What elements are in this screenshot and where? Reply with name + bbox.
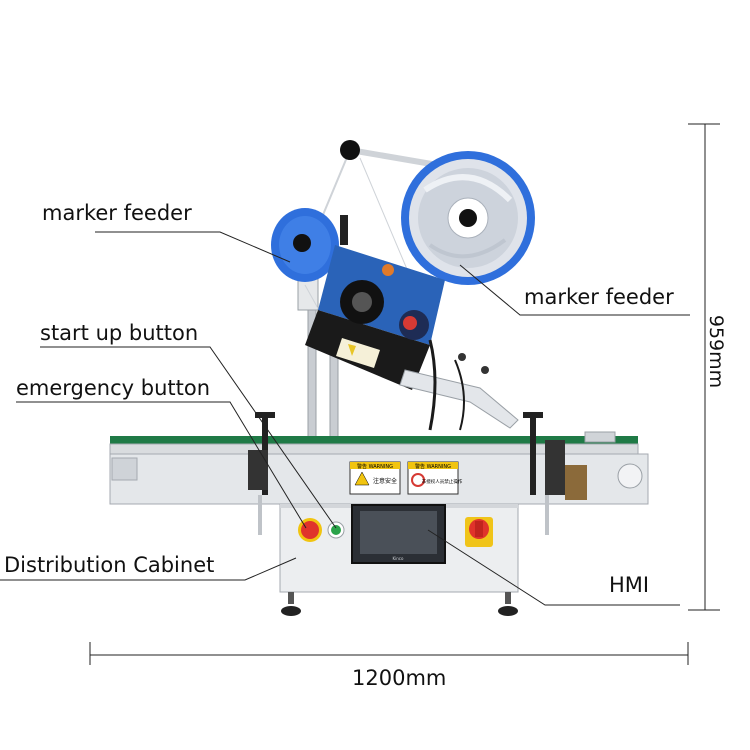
warning-sticker-right: 警告 WARNING 非授权人员禁止操作 [407,461,463,495]
warning-right-title: 警告 WARNING [415,463,451,470]
main-power-switch [465,517,493,547]
hmi-label: HMI [609,573,650,597]
guide-rail-right [523,412,565,535]
start-button [327,521,345,539]
hmi-screen: Kinco [351,504,446,564]
start-up-button-label: start up button [40,321,199,345]
height-dimension-label: 959mm [705,314,728,389]
tension-roller [340,140,360,160]
width-dimension-label: 1200mm [352,666,447,690]
warning-left-text: 注意安全 [373,477,397,485]
warning-right-text: 非授权人员禁止操作 [422,478,463,485]
width-dimension-line [89,642,689,665]
distribution-cabinet-label: Distribution Cabinet [4,553,215,577]
warning-sticker-left: 警告 WARNING 注意安全 [349,461,401,495]
marker-feeder-label-right: marker feeder [524,285,674,309]
warning-left-title: 警告 WARNING [357,463,393,470]
height-dimension-line [688,123,720,611]
emergency-button-label: emergency button [16,376,211,400]
hmi-brand: Kinco [393,556,404,561]
callout-lines [0,231,690,606]
marker-feeder-roll-right [401,151,535,285]
marker-feeder-label-left: marker feeder [42,201,192,225]
marker-feeder-roll-left [271,208,348,282]
applicator-head [305,245,445,390]
guide-rail-left [248,412,275,535]
